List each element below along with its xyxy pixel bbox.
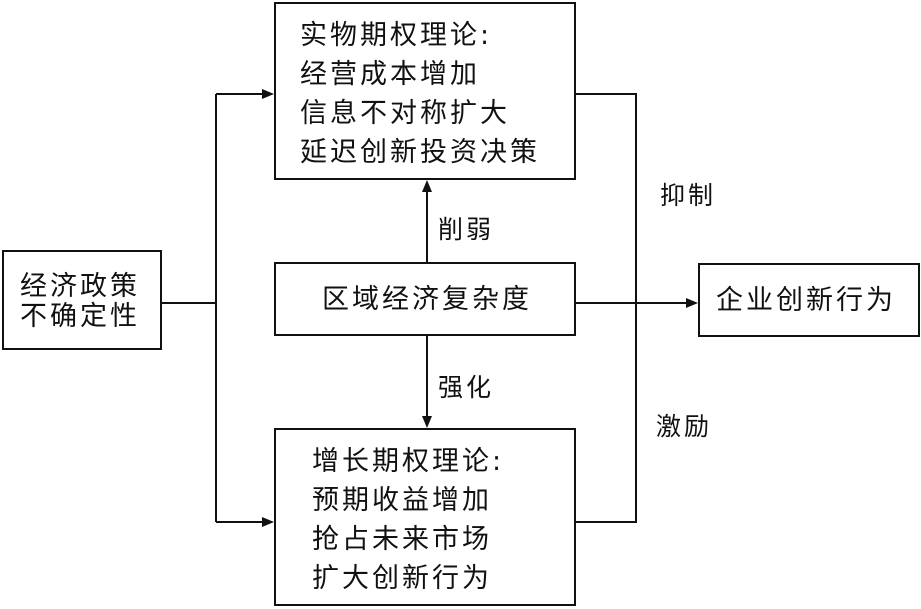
arrowhead-strengthen: [422, 416, 432, 428]
connector-growth-options-out: [576, 303, 637, 523]
innovation-label: 企业创新行为: [716, 285, 896, 316]
growth-options-title: 增长期权理论:: [312, 446, 505, 477]
real-options-title: 实物期权理论:: [300, 20, 493, 51]
edge-label-weaken: 削弱: [438, 215, 495, 244]
growth-options-item: 扩大创新行为: [312, 563, 492, 594]
growth-options-item: 抢占未来市场: [312, 524, 492, 555]
arrowhead-growth-options: [262, 517, 274, 527]
connector-real-options-out: [576, 93, 637, 303]
regional-complexity-label: 区域经济复杂度: [322, 284, 532, 315]
edge-label-strengthen: 强化: [438, 373, 495, 402]
real-options-item: 信息不对称扩大: [300, 98, 510, 129]
innovation-box: 企业创新行为: [698, 263, 920, 337]
growth-options-item: 预期收益增加: [312, 485, 492, 516]
real-options-box: 实物期权理论: 经营成本增加 信息不对称扩大 延迟创新投资决策: [274, 2, 576, 180]
arrowhead-innovation: [686, 298, 698, 308]
policy-uncertainty-box: 经济政策 不确定性: [2, 250, 162, 350]
policy-uncertainty-line: 经济政策: [20, 271, 140, 302]
edge-label-inhibit: 抑制: [660, 181, 717, 210]
real-options-item: 延迟创新投资决策: [300, 137, 540, 168]
arrowhead-weaken: [422, 180, 432, 192]
arrowhead-real-options: [262, 89, 274, 99]
regional-complexity-box: 区域经济复杂度: [274, 262, 576, 336]
edge-label-incentive: 激励: [656, 412, 713, 441]
policy-uncertainty-line: 不确定性: [20, 301, 140, 332]
real-options-item: 经营成本增加: [300, 59, 480, 90]
growth-options-box: 增长期权理论: 预期收益增加 抢占未来市场 扩大创新行为: [274, 428, 576, 606]
